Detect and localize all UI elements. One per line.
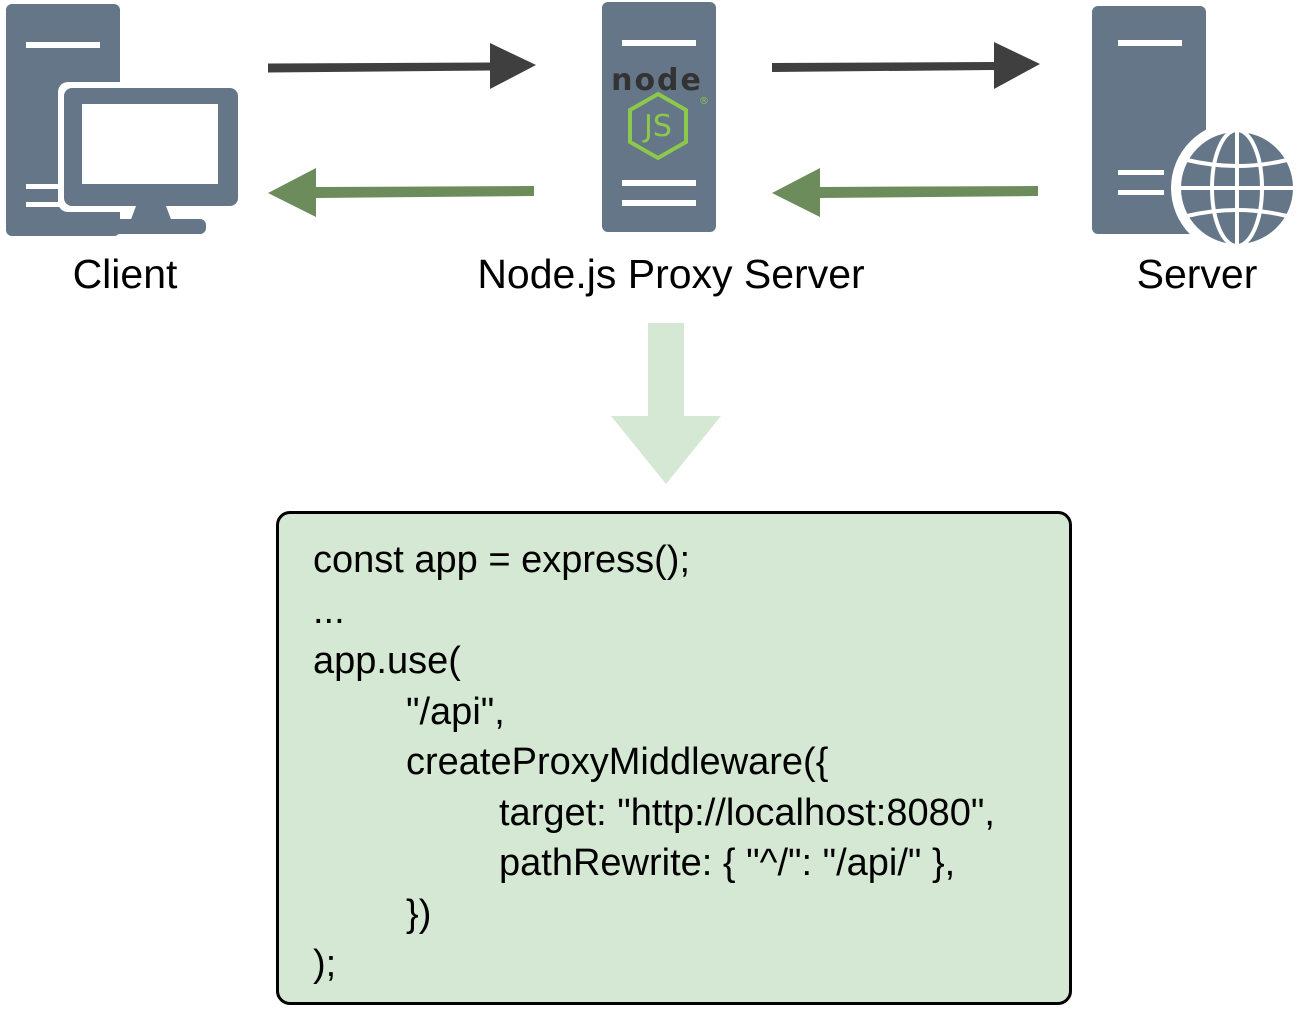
response-arrow-proxy-to-client	[268, 168, 534, 217]
proxy-server-label: Node.js Proxy Server	[477, 251, 864, 297]
web-server-globe-icon	[1092, 6, 1303, 254]
request-arrow-proxy-to-server	[772, 42, 1040, 89]
code-line: const app = express();	[313, 539, 691, 581]
desktop-computer-icon	[6, 4, 244, 236]
code-line: app.use(	[313, 640, 461, 682]
nodejs-hexagon-text: JS	[642, 109, 672, 144]
code-line: createProxyMiddleware({	[406, 741, 829, 783]
nodejs-logo: node ® JS	[611, 63, 709, 161]
code-line: "/api",	[406, 690, 505, 733]
code-snippet-box: const app = express(); ... app.use( "/ap…	[276, 511, 1072, 1005]
code-line: target: "http://localhost:8080",	[499, 791, 995, 834]
code-line: pathRewrite: { "^/": "/api/" },	[499, 842, 956, 884]
registered-mark: ®	[699, 96, 709, 107]
response-arrow-server-to-proxy	[772, 168, 1038, 217]
nodejs-logo-wordmark: node	[611, 63, 703, 98]
nodejs-hexagon-icon	[628, 91, 688, 161]
code-line: ...	[313, 589, 345, 632]
server-tower-icon	[602, 2, 716, 232]
down-arrow-to-code	[611, 323, 721, 484]
request-arrow-client-to-proxy	[268, 43, 536, 89]
code-line: })	[406, 892, 432, 935]
code-line: );	[313, 943, 337, 985]
server-label: Server	[1137, 251, 1258, 297]
client-label: Client	[73, 251, 178, 297]
